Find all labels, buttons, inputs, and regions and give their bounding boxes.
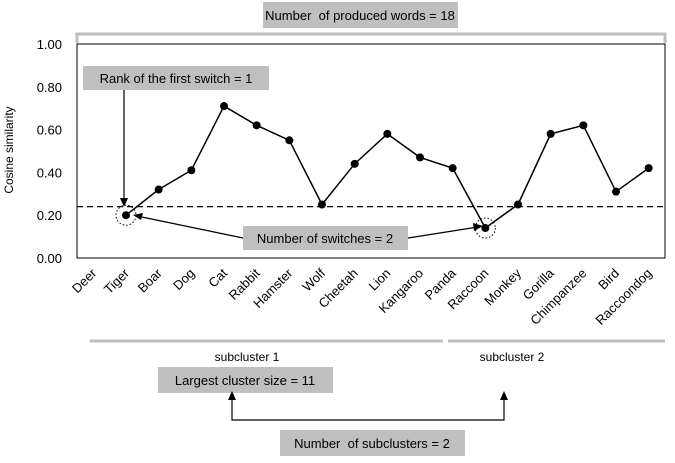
largest-cluster-box — [158, 367, 333, 393]
subcluster-1-label: subcluster 1 — [215, 350, 280, 364]
data-point — [122, 211, 130, 220]
plot-frame — [76, 43, 666, 259]
num-subclusters-label: Number of subclusters = 2 — [294, 436, 450, 451]
first-switch-arrowhead — [120, 198, 128, 207]
y-tick-label: 0.00 — [37, 251, 62, 266]
data-point — [514, 200, 522, 209]
first-switch-annotation: Rank of the first switch = 1 — [83, 66, 269, 207]
data-point — [383, 129, 392, 138]
switches-arrow-left — [136, 215, 244, 239]
num-subclusters-annotation: Number of subclusters = 2 — [228, 391, 508, 456]
num-switches-box — [243, 226, 408, 250]
x-tick-label: Monkey — [481, 265, 524, 308]
data-point — [612, 187, 620, 196]
data-point — [285, 136, 294, 145]
subclusters-arrowhead-left — [228, 391, 236, 400]
produced-words-box — [263, 2, 458, 28]
x-tick-label: Cat — [205, 265, 230, 290]
x-tick-label: Tiger — [101, 265, 133, 297]
data-point — [252, 121, 261, 130]
produced-words-label: Number of produced words = 18 — [265, 8, 455, 23]
x-tick-label: Wolf — [299, 265, 328, 294]
x-tick-label: Dog — [170, 266, 197, 293]
data-point — [644, 164, 653, 173]
num-subclusters-box — [280, 430, 465, 456]
data-points — [122, 102, 653, 233]
y-tick-label: 0.60 — [37, 123, 62, 138]
y-tick-label: 0.80 — [37, 80, 62, 95]
largest-cluster-annotation: Largest cluster size = 11 — [158, 367, 333, 393]
y-tick-label: 0.40 — [37, 165, 62, 180]
y-tick-label: 1.00 — [37, 37, 62, 52]
first-switch-label: Rank of the first switch = 1 — [100, 71, 253, 86]
x-tick-label: Lion — [365, 266, 393, 294]
data-point — [416, 153, 424, 162]
data-point — [220, 102, 228, 111]
subclusters-connector — [231, 398, 505, 421]
data-point — [546, 129, 555, 138]
top-bracket — [75, 32, 667, 43]
num-switches-annotation: Number of switches = 2 — [133, 213, 483, 250]
switch-marker — [474, 217, 496, 239]
subclusters-arrowhead-right — [500, 391, 508, 400]
subcluster-2-label: subcluster 2 — [480, 350, 545, 364]
series-line — [125, 105, 650, 230]
first-switch-box — [83, 66, 269, 90]
x-tick-label: Bird — [595, 266, 622, 293]
x-tick-label: Deer — [69, 265, 100, 296]
switches-arrowhead-right — [473, 223, 483, 231]
data-point — [448, 164, 457, 173]
data-point — [481, 224, 490, 233]
largest-cluster-label: Largest cluster size = 11 — [175, 373, 315, 388]
x-tick-label: Boar — [135, 265, 165, 295]
switches-arrow-right — [407, 226, 479, 239]
data-point — [579, 121, 588, 130]
data-point — [318, 200, 326, 209]
num-switches-label: Number of switches = 2 — [257, 231, 393, 246]
switches-arrowhead-left — [133, 213, 143, 220]
subclusters-group: subcluster 1 subcluster 2 — [90, 339, 665, 364]
y-tick-labels: 0.00 0.20 0.40 0.60 0.80 1.00 — [37, 37, 62, 266]
y-tick-label: 0.20 — [37, 208, 62, 223]
produced-words-group: Number of produced words = 18 — [75, 2, 667, 43]
y-axis-label: Cosine similarity — [2, 106, 16, 193]
data-point — [350, 159, 359, 168]
data-point — [187, 166, 196, 175]
data-point — [154, 185, 163, 194]
